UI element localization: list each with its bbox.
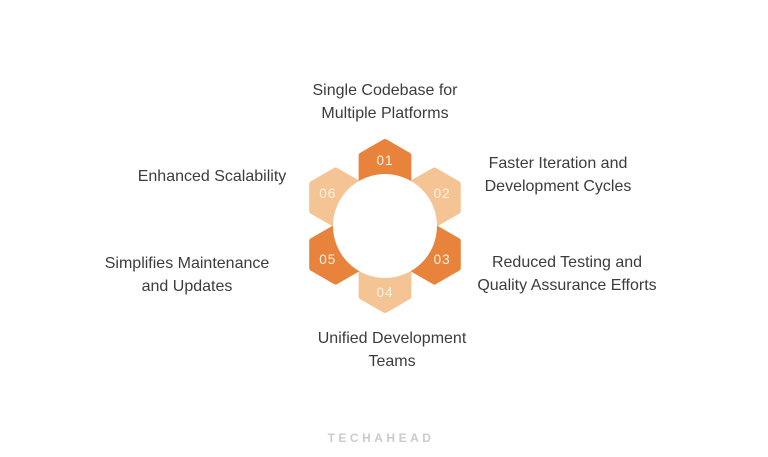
petal-label-01: Single Codebase for Multiple Platforms [312, 82, 458, 122]
petal-label-06: Enhanced Scalability [137, 168, 287, 185]
petal-label-03: Reduced Testing and Quality Assurance Ef… [477, 254, 657, 294]
petal-label-05: Simplifies Maintenance and Updates [104, 255, 270, 295]
center-circle [333, 174, 437, 278]
petal-number-03: 03 [434, 252, 451, 267]
petal-number-01: 01 [376, 153, 393, 168]
petal-number-04: 04 [376, 285, 393, 300]
petal-label-02: Faster Iteration and Development Cycles [484, 155, 632, 195]
petal-number-02: 02 [434, 186, 451, 201]
techahead-logo: TECHAHEAD [327, 431, 435, 445]
petal-number-06: 06 [319, 186, 336, 201]
petal-number-05: 05 [319, 252, 336, 267]
petal-label-04: Unified Development Teams [317, 330, 467, 370]
